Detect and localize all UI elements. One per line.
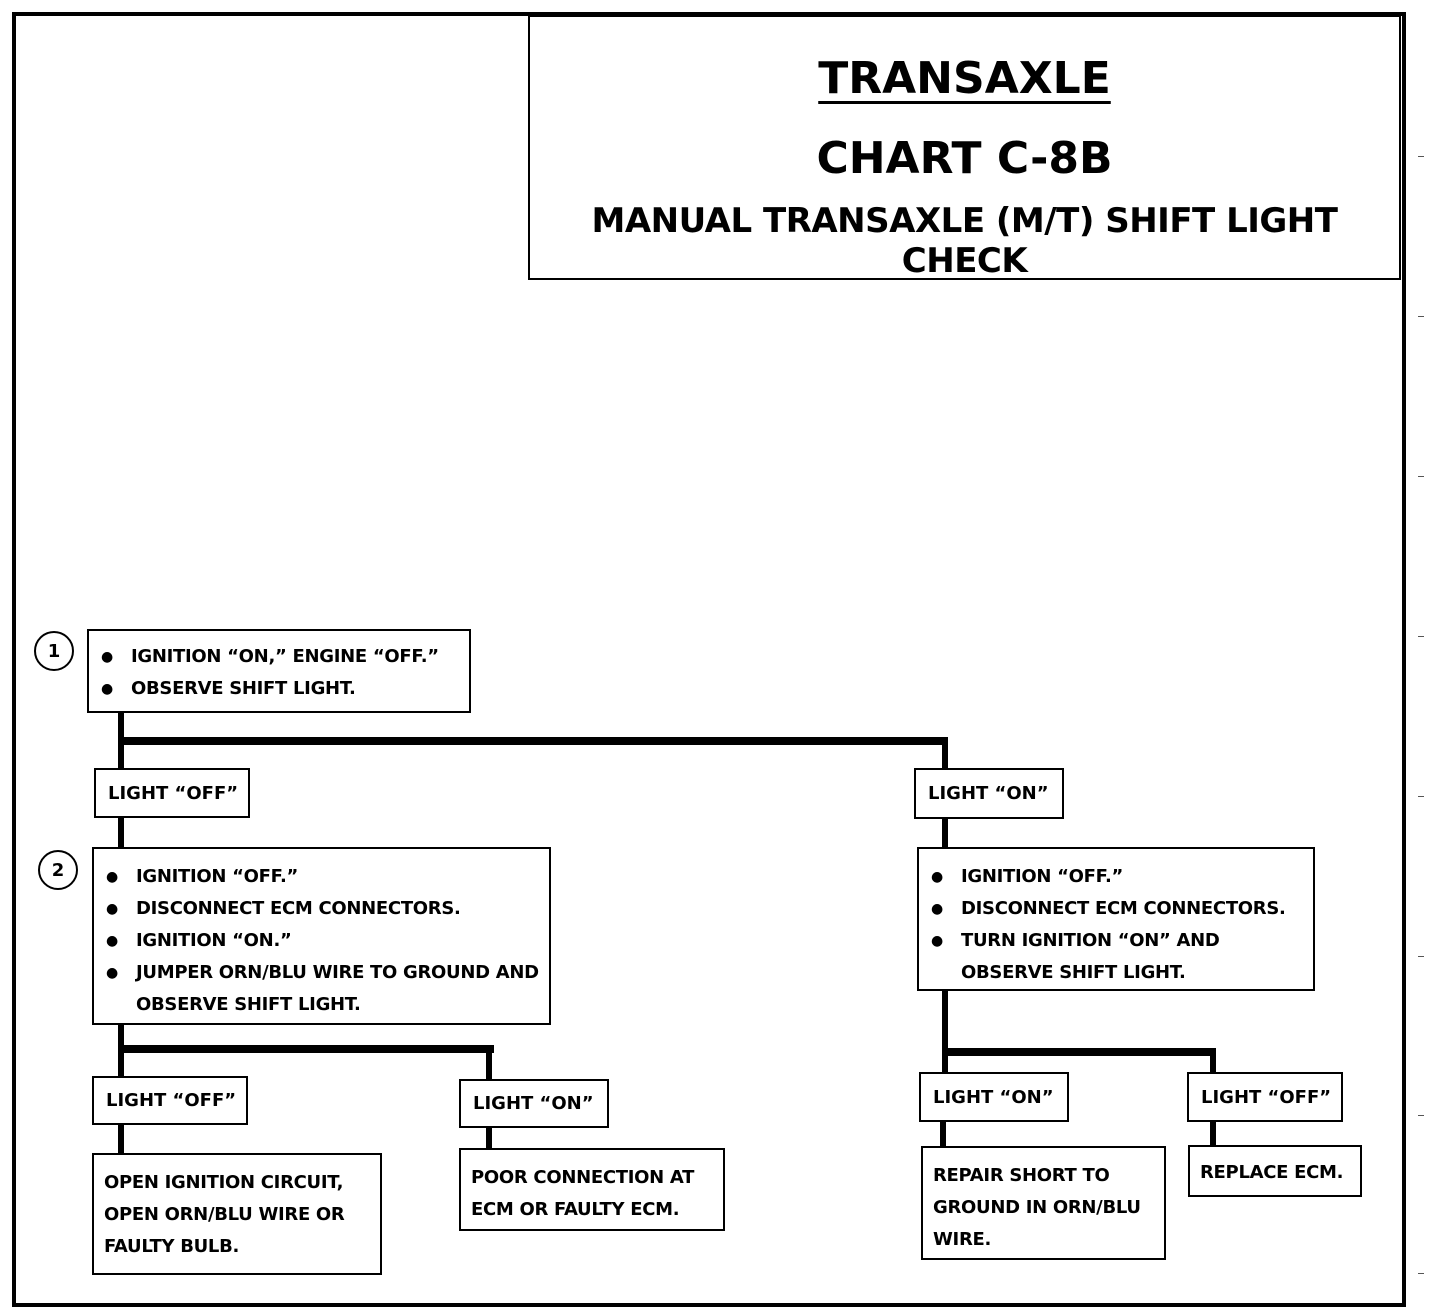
margin-tick xyxy=(1418,156,1424,157)
light-off-label: LIGHT “OFF” xyxy=(1187,1072,1343,1122)
result-repair-short: REPAIR SHORT TO GROUND IN ORN/BLU WIRE. xyxy=(921,1146,1166,1260)
right-check-item: IGNITION “OFF.” xyxy=(919,861,1313,893)
connector-line xyxy=(942,817,948,850)
chart-id: CHART C-8B xyxy=(816,133,1113,184)
margin-tick xyxy=(1418,1115,1424,1116)
connector-line xyxy=(942,1048,1216,1056)
title-block: TRANSAXLE CHART C-8B MANUAL TRANSAXLE (M… xyxy=(528,15,1401,281)
connector-line xyxy=(486,1045,492,1080)
step-2-item: IGNITION “ON.” xyxy=(94,925,549,957)
right-check-item: TURN IGNITION “ON” AND OBSERVE SHIFT LIG… xyxy=(919,925,1313,989)
connector-line xyxy=(118,1045,494,1053)
connector-line xyxy=(942,737,948,770)
connector-line xyxy=(118,1122,124,1156)
step-1-marker: 1 xyxy=(34,631,74,671)
step-2-box: IGNITION “OFF.” DISCONNECT ECM CONNECTOR… xyxy=(92,847,551,1025)
margin-tick xyxy=(1418,476,1424,477)
step-1-box: IGNITION “ON,” ENGINE “OFF.” OBSERVE SHI… xyxy=(87,629,471,713)
result-open-ignition: OPEN IGNITION CIRCUIT, OPEN ORN/BLU WIRE… xyxy=(92,1153,382,1275)
connector-line xyxy=(486,1125,492,1151)
result-poor-connection: POOR CONNECTION AT ECM OR FAULTY ECM. xyxy=(459,1148,725,1231)
step-2-item: DISCONNECT ECM CONNECTORS. xyxy=(94,893,549,925)
light-off-label: LIGHT “OFF” xyxy=(92,1076,248,1125)
margin-tick xyxy=(1418,796,1424,797)
step-2-item: JUMPER ORN/BLU WIRE TO GROUND AND OBSERV… xyxy=(94,957,549,1021)
margin-tick xyxy=(1418,316,1424,317)
step-1-item: OBSERVE SHIFT LIGHT. xyxy=(89,673,469,705)
right-check-box: IGNITION “OFF.” DISCONNECT ECM CONNECTOR… xyxy=(917,847,1315,991)
right-check-item: DISCONNECT ECM CONNECTORS. xyxy=(919,893,1313,925)
result-replace-ecm: REPLACE ECM. xyxy=(1188,1145,1362,1197)
light-off-label: LIGHT “OFF” xyxy=(94,768,250,818)
margin-tick xyxy=(1418,1273,1424,1274)
light-on-label: LIGHT “ON” xyxy=(459,1079,609,1128)
chart-subtitle: MANUAL TRANSAXLE (M/T) SHIFT LIGHT CHECK xyxy=(591,201,1338,281)
connector-line xyxy=(118,816,124,850)
step-2-marker: 2 xyxy=(38,850,78,890)
page-frame xyxy=(12,12,1406,1307)
connector-line xyxy=(942,988,948,1073)
connector-line xyxy=(940,1118,946,1149)
connector-line xyxy=(1210,1118,1216,1148)
margin-tick xyxy=(1418,956,1424,957)
margin-tick xyxy=(1418,636,1424,637)
step-1-item: IGNITION “ON,” ENGINE “OFF.” xyxy=(89,641,469,673)
page-title: TRANSAXLE xyxy=(818,53,1111,104)
step-2-item: IGNITION “OFF.” xyxy=(94,861,549,893)
light-on-label: LIGHT “ON” xyxy=(919,1072,1069,1122)
connector-line xyxy=(118,737,948,745)
light-on-label: LIGHT “ON” xyxy=(914,768,1064,819)
connector-line xyxy=(1210,1048,1216,1073)
